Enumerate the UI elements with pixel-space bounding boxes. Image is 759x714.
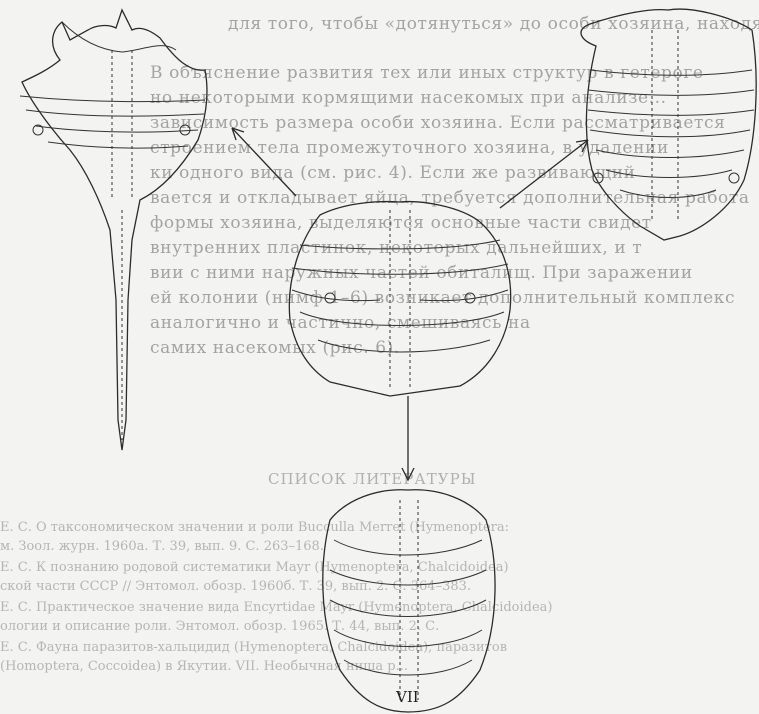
transition-arrows [232, 128, 588, 480]
arrow-to-right [500, 140, 588, 208]
center-nymph-drawing [289, 202, 510, 396]
left-larva-drawing [20, 10, 207, 450]
stage-label: VII [395, 688, 419, 706]
bottom-stage-drawing: VII [323, 490, 495, 712]
arrow-to-left [232, 128, 296, 196]
right-adult-drawing [581, 9, 756, 240]
